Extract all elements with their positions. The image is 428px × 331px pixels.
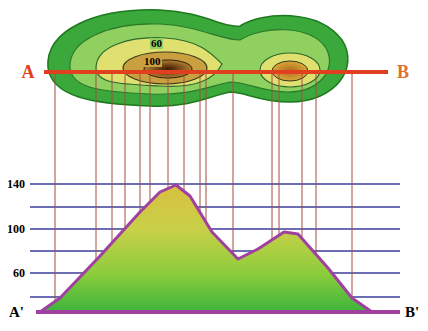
section-end: B' [404, 305, 420, 320]
projection-line [125, 74, 126, 229]
projection-line [200, 74, 201, 212]
section-end: B [397, 63, 409, 81]
contour-value: 100 [143, 56, 162, 67]
projection-line [55, 74, 56, 302]
projection-line [184, 74, 185, 191]
projection-line [272, 74, 273, 240]
projection-line [352, 74, 353, 298]
profile-baseline [36, 310, 400, 314]
projection-line [150, 74, 151, 202]
section-end: A' [8, 305, 25, 320]
profile-fill [40, 185, 400, 312]
projection-line [316, 74, 317, 254]
projection-line [302, 74, 303, 239]
projection-line [233, 74, 234, 254]
projection-line [206, 74, 207, 222]
axis-value: 100 [6, 223, 26, 235]
axis-value: 60 [12, 267, 26, 279]
axis-value: 140 [6, 178, 26, 190]
projection-line [168, 74, 169, 189]
contour-4 [123, 52, 207, 84]
projection-line [96, 74, 97, 260]
projection-line [112, 74, 113, 243]
contour-value: 60 [150, 38, 163, 49]
projection-line [279, 74, 280, 235]
section-line [44, 70, 388, 74]
contour-outer [48, 10, 348, 106]
section-end: A [22, 63, 35, 81]
contour-3 [96, 38, 222, 87]
profile-line [40, 185, 400, 312]
projection-line [140, 74, 141, 212]
